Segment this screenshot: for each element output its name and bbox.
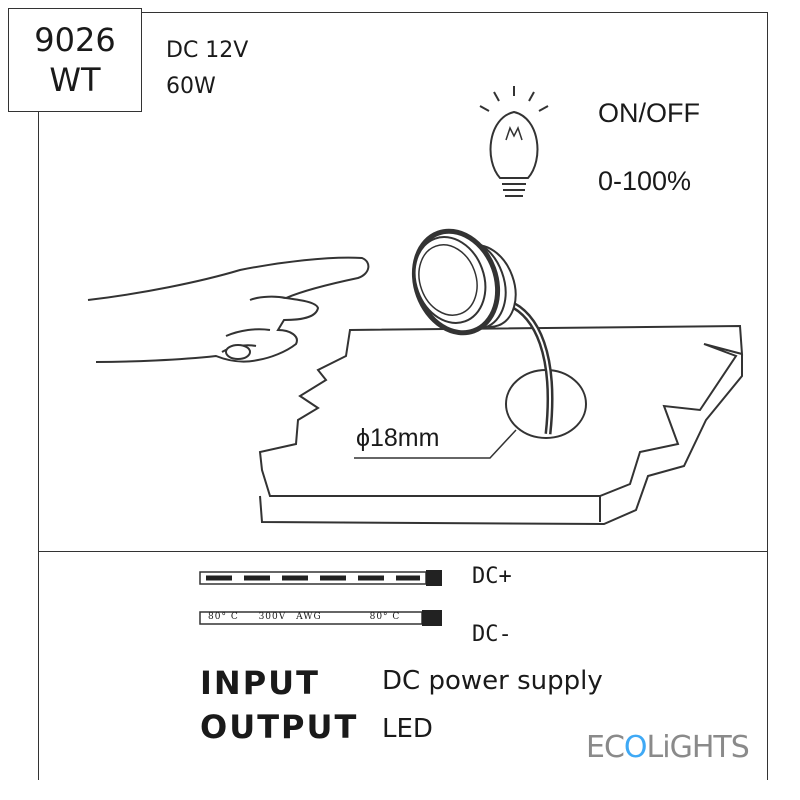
model-variant: WT xyxy=(49,61,101,99)
positive-wire xyxy=(199,570,442,586)
cable-print-3: AWG xyxy=(296,612,322,622)
hand-illustration xyxy=(87,256,370,363)
brand-logo: ECOLiGHTS xyxy=(586,730,750,765)
cable-print-2: 300V xyxy=(258,612,287,622)
diameter-leader xyxy=(354,429,517,459)
output-value: LED xyxy=(382,714,433,744)
model-box: 9026 WT xyxy=(8,8,142,112)
diagram-frame xyxy=(38,12,768,780)
countertop-slab xyxy=(258,324,744,526)
dc-negative-label: DC- xyxy=(472,622,512,647)
cable-print-4: 80° C xyxy=(369,612,401,622)
puck-lamp xyxy=(411,228,517,336)
dimming-label: 0-100% xyxy=(598,166,692,196)
input-value: DC power supply xyxy=(382,666,603,696)
power-spec: 60W xyxy=(166,74,216,99)
model-number: 9026 xyxy=(34,21,116,59)
cable-print-1: 80° C xyxy=(208,612,239,622)
on-off-label: ON/OFF xyxy=(598,98,700,128)
section-divider xyxy=(38,551,768,552)
voltage-spec: DC 12V xyxy=(166,38,249,63)
input-label: INPUT xyxy=(200,664,320,702)
hole-diameter-label: ϕ18mm xyxy=(356,424,440,452)
output-label: OUTPUT xyxy=(200,708,359,746)
cable-print: 80° C 300V AWG 80° C xyxy=(208,612,400,622)
light-bulb-icon xyxy=(479,86,549,197)
dc-positive-label: DC+ xyxy=(472,564,512,589)
negative-wire xyxy=(199,610,442,626)
